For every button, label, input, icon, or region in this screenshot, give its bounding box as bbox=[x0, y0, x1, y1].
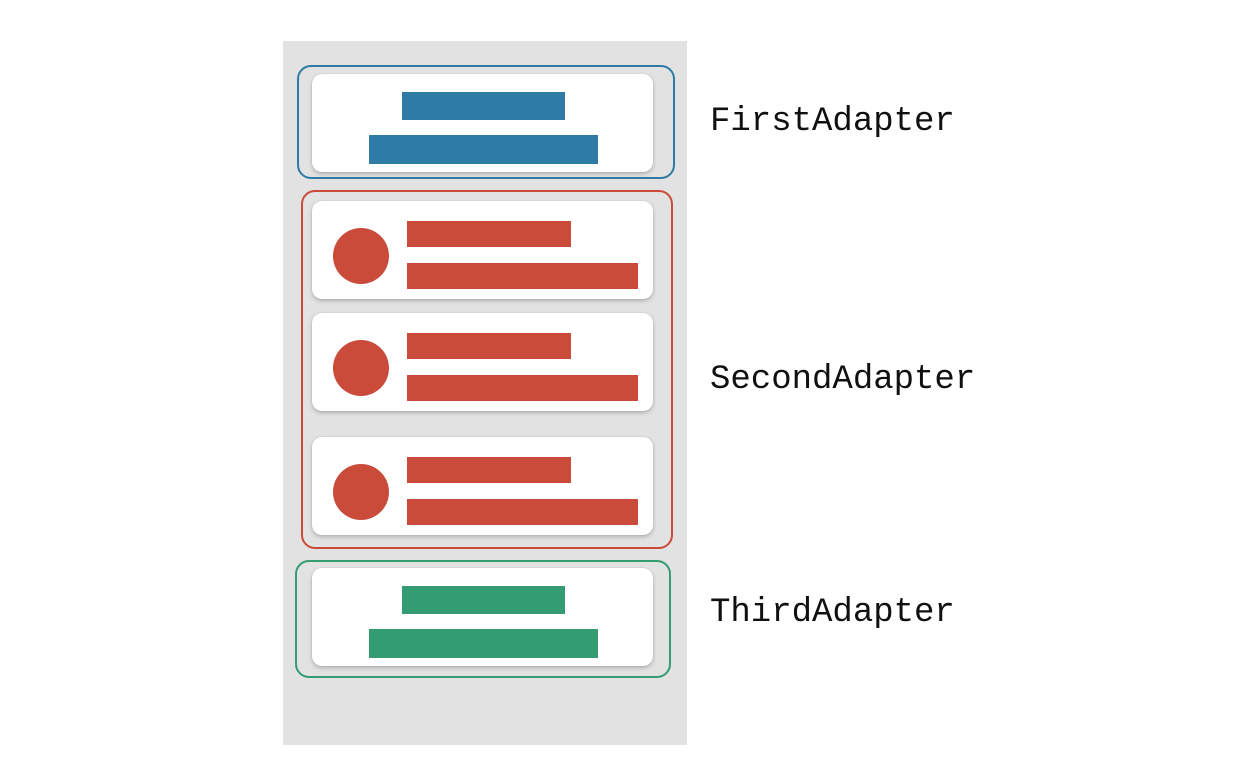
adapter-label-second: SecondAdapter bbox=[710, 361, 976, 399]
adapter-group-third bbox=[295, 560, 671, 678]
item-title-bar bbox=[402, 92, 565, 120]
list-item[interactable] bbox=[312, 201, 653, 299]
adapter-group-first bbox=[297, 65, 675, 179]
item-title-bar bbox=[407, 333, 571, 359]
adapter-label-third: ThirdAdapter bbox=[710, 594, 955, 632]
item-title-bar bbox=[402, 586, 565, 614]
item-subtitle-bar bbox=[369, 629, 598, 658]
avatar bbox=[333, 464, 389, 520]
avatar bbox=[333, 340, 389, 396]
list-item[interactable] bbox=[312, 568, 653, 666]
list-item[interactable] bbox=[312, 74, 653, 172]
item-title-bar bbox=[407, 457, 571, 483]
item-subtitle-bar bbox=[407, 263, 638, 289]
item-title-bar bbox=[407, 221, 571, 247]
list-item[interactable] bbox=[312, 437, 653, 535]
item-subtitle-bar bbox=[369, 135, 598, 164]
adapter-group-second bbox=[301, 190, 673, 549]
item-subtitle-bar bbox=[407, 499, 638, 525]
recyclerview-container bbox=[283, 41, 687, 745]
list-item[interactable] bbox=[312, 313, 653, 411]
adapter-label-first: FirstAdapter bbox=[710, 103, 955, 141]
item-subtitle-bar bbox=[407, 375, 638, 401]
avatar bbox=[333, 228, 389, 284]
